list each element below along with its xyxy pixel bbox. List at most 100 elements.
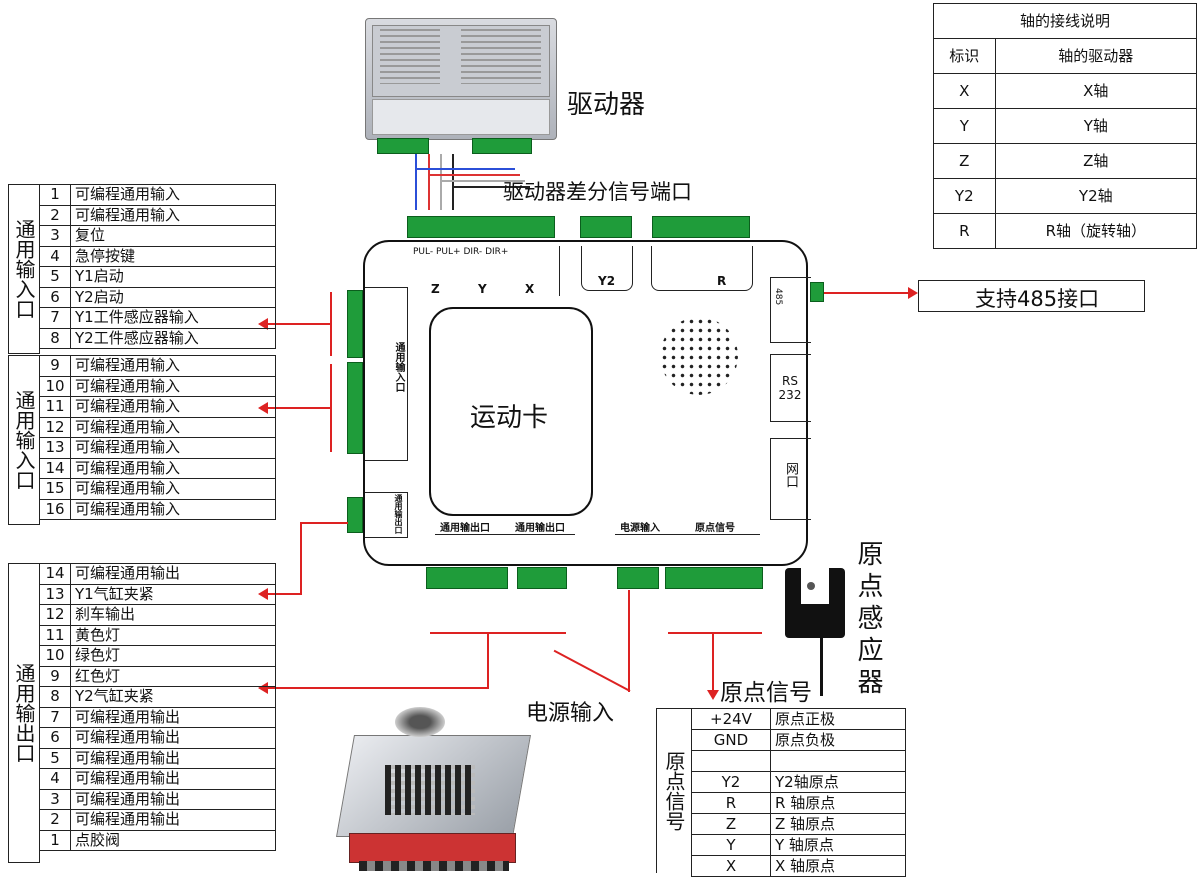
origin-sensor-image <box>785 568 845 638</box>
in2-cell-n: 15 <box>39 478 71 500</box>
outt-cell-n: 7 <box>39 706 71 728</box>
origin-sensor-label: 原点感应器 <box>853 540 883 700</box>
rs232-label: RS 232 <box>778 374 802 403</box>
axis-table-title: 轴的接线说明 <box>933 3 1197 39</box>
origin-side-label: 原点信号 <box>656 708 692 873</box>
origin-cell-1: Y2轴原点 <box>770 771 906 793</box>
outt-cell-t: 可编程通用输出 <box>70 809 276 831</box>
outt-cell-t: 可编程通用输出 <box>70 727 276 749</box>
origin-row <box>691 750 906 772</box>
origin-cell-1: Z 轴原点 <box>770 813 906 835</box>
axisbody-cell-1: R轴（旋转轴） <box>994 213 1198 249</box>
origin-cell-1: Y 轴原点 <box>770 834 906 856</box>
axis-group-r: R <box>717 274 727 288</box>
outt-cell-n: 4 <box>39 768 71 790</box>
arrow-origin <box>707 690 719 700</box>
outt-cell-n: 2 <box>39 809 71 831</box>
outt-cell-t: Y2气缸夹紧 <box>70 686 276 708</box>
rs485-support-label: 支持485接口 <box>975 287 1100 311</box>
input-side-label-1: 通用输入口 <box>8 184 40 354</box>
in2-cell-t: 可编程通用输入 <box>70 396 276 418</box>
axisbody-cell-0: Y <box>933 108 996 144</box>
axis-group-x: X <box>525 282 535 296</box>
axis-group-y2: Y2 <box>598 274 616 288</box>
axisbody-cell-1: Y2轴 <box>994 178 1198 214</box>
axisbody-cell-0: R <box>933 213 996 249</box>
in2-cell-t: 可编程通用输入 <box>70 457 276 479</box>
terminal-input-9-16 <box>347 362 363 454</box>
in2-cell-n: 14 <box>39 457 71 479</box>
driver-terminal-right <box>472 138 532 154</box>
diff-port-label: 驱动器差分信号端口 <box>503 180 692 204</box>
in2-cell-t: 可编程通用输入 <box>70 416 276 438</box>
in2-cell-t: 可编程通用输入 <box>70 478 276 500</box>
bottom-output-label-2: 通用输出口 <box>515 523 565 534</box>
outt-cell-n: 5 <box>39 747 71 769</box>
terminal-power <box>617 567 659 589</box>
outt-cell-n: 13 <box>39 583 71 605</box>
port-rs232-box <box>770 354 811 422</box>
outt-cell-t: 可编程通用输出 <box>70 706 276 728</box>
origin-cell-0: Z <box>691 813 771 835</box>
in1-cell-n: 2 <box>39 204 71 226</box>
in1-cell-t: Y1启动 <box>70 266 276 288</box>
power-input-label: 电源输入 <box>526 701 615 726</box>
in2-cell-t: 可编程通用输入 <box>70 437 276 459</box>
origin-cell-1: X 轴原点 <box>770 855 906 877</box>
in2-cell-n: 9 <box>39 355 71 377</box>
driver-terminal-left <box>377 138 429 154</box>
in2-cell-n: 11 <box>39 396 71 418</box>
power-supply-image <box>336 705 531 871</box>
outt-cell-t: 可编程通用输出 <box>70 747 276 769</box>
rs485-support-box <box>918 280 1145 312</box>
origin-cell-1: 原点正极 <box>770 708 906 730</box>
general-output-port-label: 通用输出口 <box>394 494 403 534</box>
axisbody-cell-1: X轴 <box>994 73 1198 109</box>
outt-cell-n: 8 <box>39 686 71 708</box>
in1-cell-t: 可编程通用输入 <box>70 184 276 206</box>
outt-cell-t: 红色灯 <box>70 665 276 687</box>
in1-cell-t: Y2工件感应器输入 <box>70 327 276 349</box>
outt-cell-n: 3 <box>39 788 71 810</box>
in2-cell-n: 12 <box>39 416 71 438</box>
origin-cell-0: GND <box>691 729 771 751</box>
input-side-label-2: 通用输入口 <box>8 355 40 525</box>
outt-cell-t: 可编程通用输出 <box>70 563 276 585</box>
net-port-label: 网口 <box>783 462 798 488</box>
in2-cell-n: 10 <box>39 375 71 397</box>
axisbody-cell-0: X <box>933 73 996 109</box>
outt-cell-n: 10 <box>39 645 71 667</box>
outt-cell-n: 14 <box>39 563 71 585</box>
in2-cell-n: 13 <box>39 437 71 459</box>
in1-cell-n: 5 <box>39 266 71 288</box>
axisbody-cell-1: Z轴 <box>994 143 1198 179</box>
chip-area <box>429 307 593 516</box>
terminal-r <box>652 216 750 238</box>
axis-header-id: 标识 <box>933 38 996 74</box>
in1-cell-n: 3 <box>39 225 71 247</box>
